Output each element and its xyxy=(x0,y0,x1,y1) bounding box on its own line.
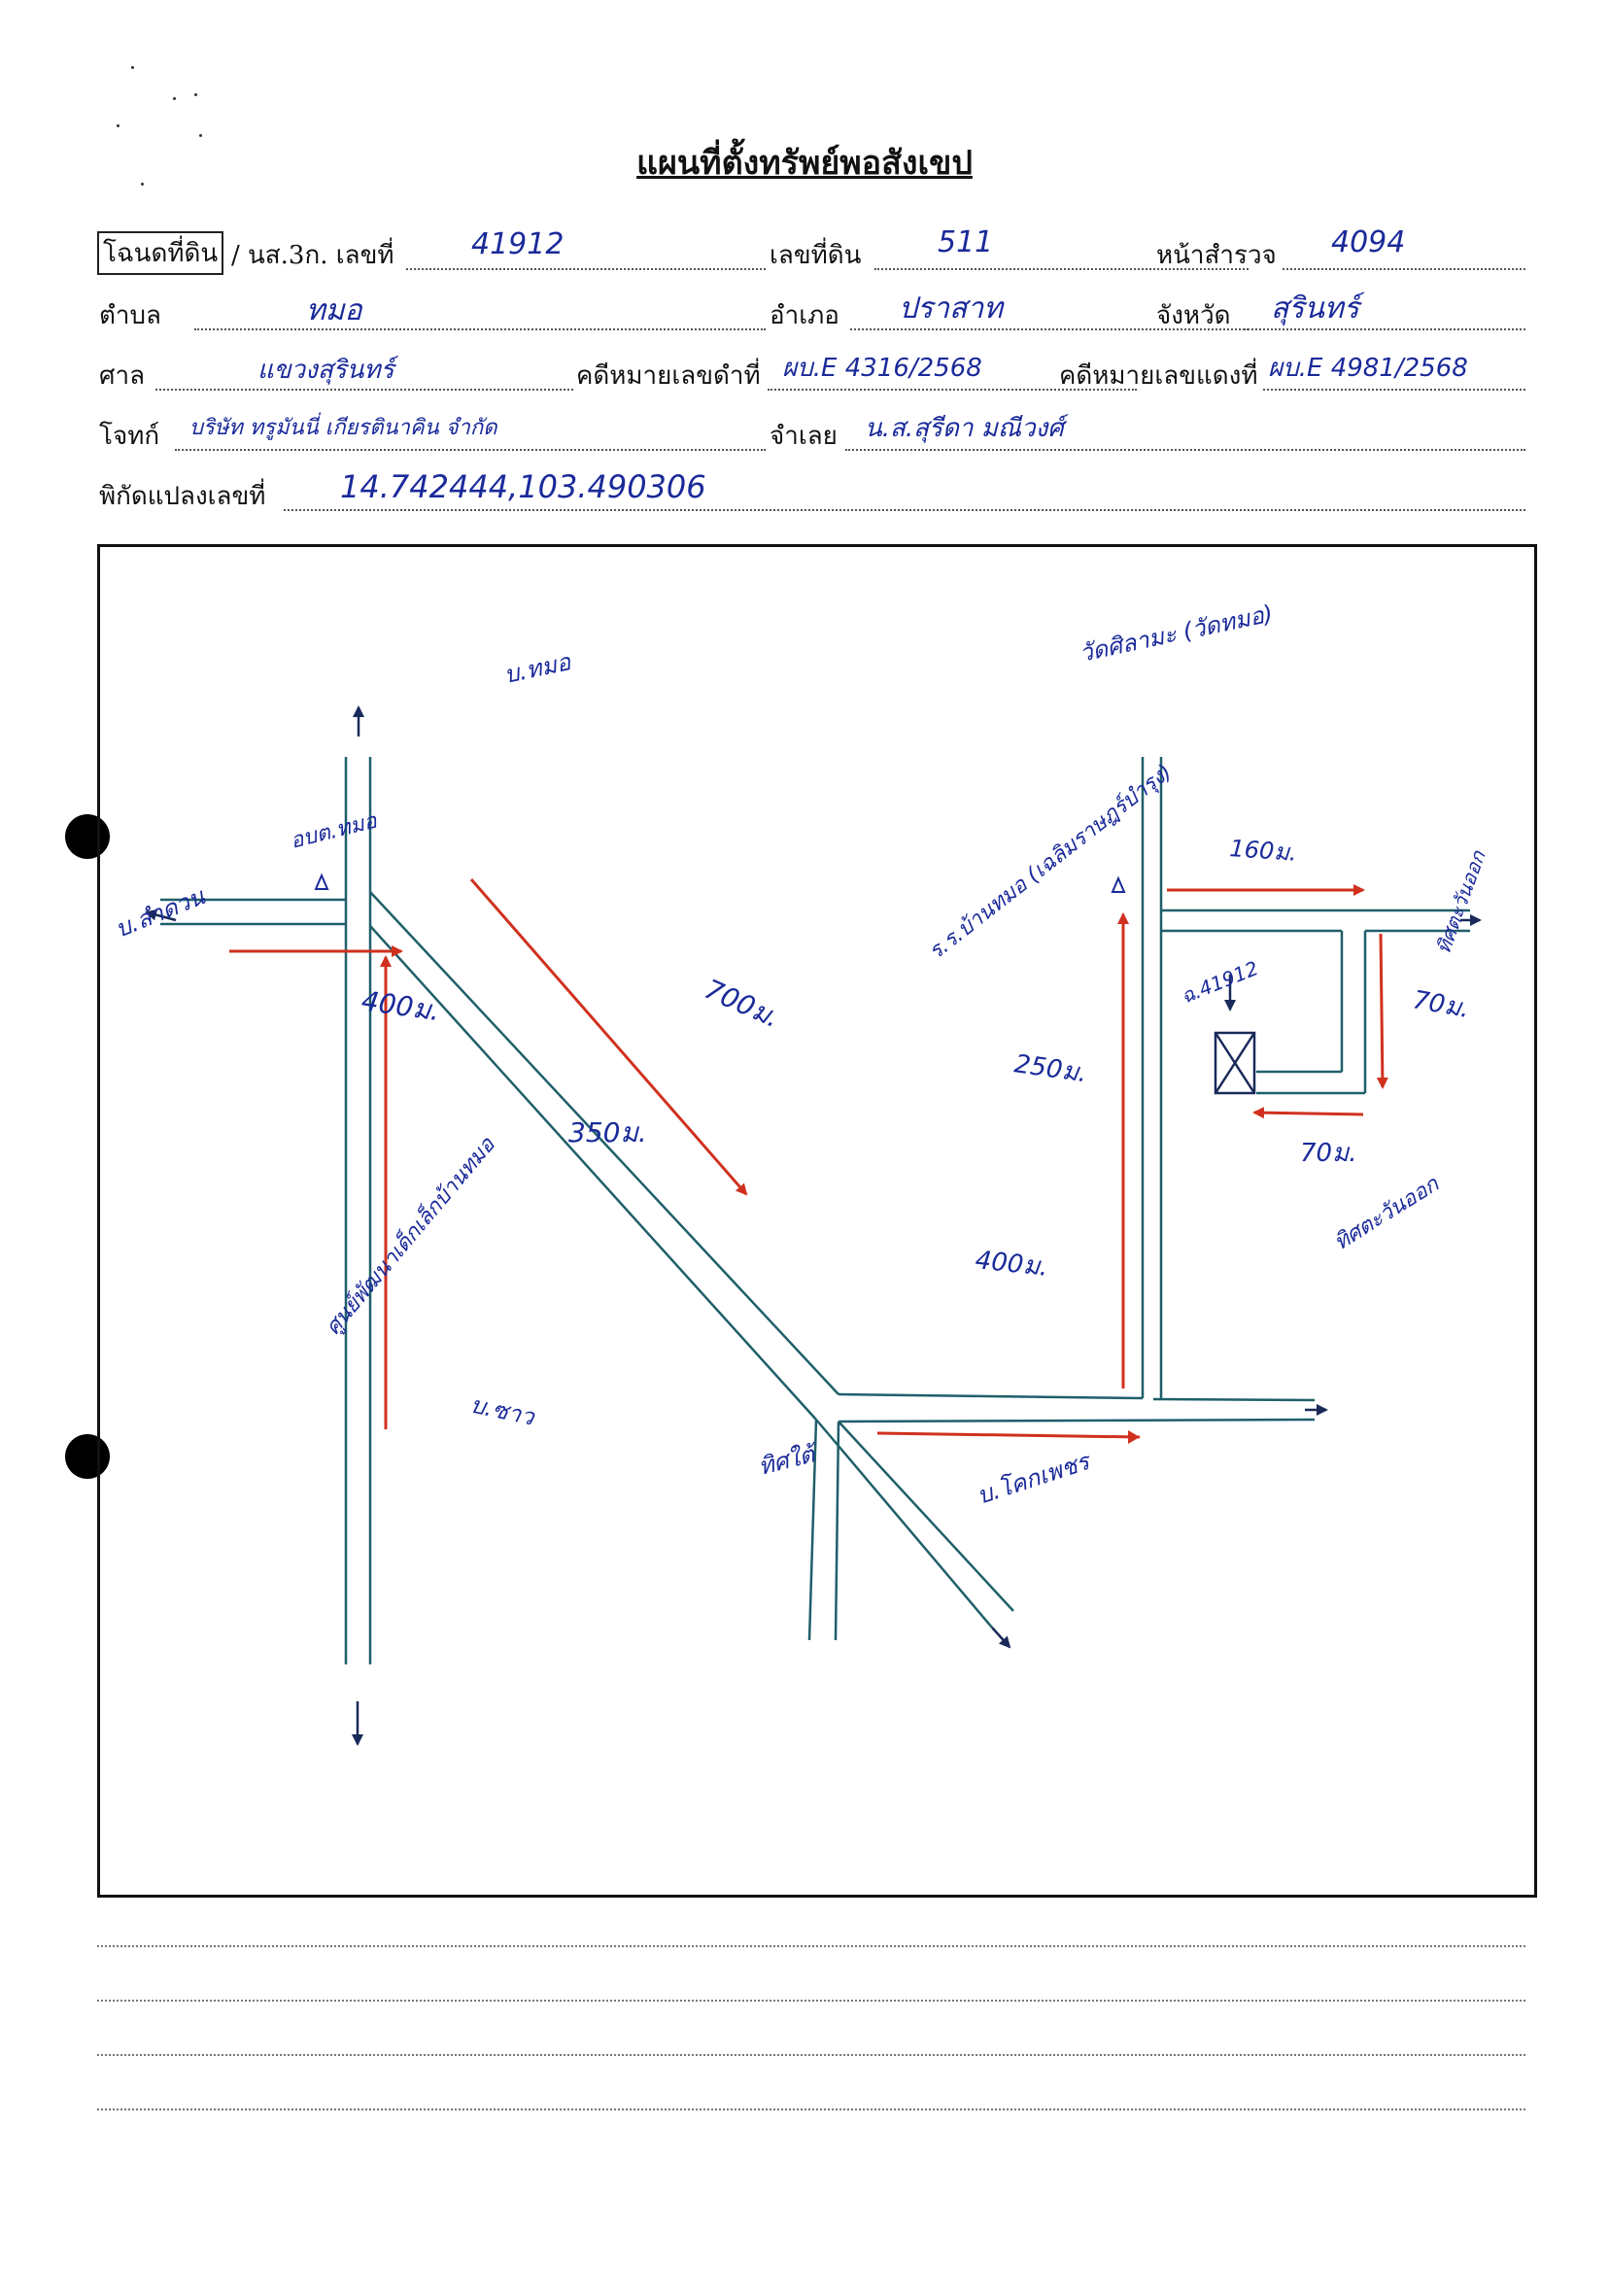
label-to-east-middle: ทิศตะวันออก xyxy=(1330,1172,1445,1256)
road-middle-horizontal xyxy=(838,1418,1316,1423)
arrow-to-khok-phet xyxy=(991,1627,1011,1649)
deed-row: โฉนดที่ดิน / นส.3ก. เลขที่ 41912 เลขที่ด… xyxy=(97,225,1525,275)
note-line xyxy=(97,2000,1525,2002)
tambon-value: ทมอ xyxy=(306,293,362,327)
label-dist-700m: 700ม. xyxy=(700,973,784,1034)
label-parcel: ฉ.41912 xyxy=(1178,956,1262,1009)
label-dist-250m: 250ม. xyxy=(1012,1049,1088,1088)
road-middle-horizontal xyxy=(1152,1397,1316,1402)
label-school: ร.ร.บ้านทมอ (เฉลิมราษฎร์บำรุง) xyxy=(924,759,1177,964)
coords-value: 14.742444,103.490306 xyxy=(340,468,706,505)
court-label: ศาล xyxy=(99,361,146,391)
arrow-to-lamduan xyxy=(145,908,177,922)
binder-hole-bottom xyxy=(65,1434,110,1479)
route-arrow-700m xyxy=(469,878,748,1196)
coords-label: พิกัดแปลงเลขที่ xyxy=(99,482,266,511)
plaintiff-value: บริษัท ทรูมันนี่ เกียรตินาคิน จำกัด xyxy=(189,416,497,440)
triangle-marker-school xyxy=(1111,875,1126,893)
province-label: จังหวัด xyxy=(1156,301,1231,330)
red-case-value: ผบ.E 4981/2568 xyxy=(1268,354,1468,383)
road-diagonal xyxy=(369,925,817,1421)
label-dist-70m-bottom: 70ม. xyxy=(1300,1139,1357,1168)
triangle-marker-obt xyxy=(314,873,329,890)
road-diagonal-lower xyxy=(838,1421,1014,1612)
page-title: แผนที่ตั้งทรัพย์พอสังเขป xyxy=(636,144,973,183)
label-dist-400m-b: 400ม. xyxy=(974,1246,1049,1283)
note-line xyxy=(97,1945,1525,1947)
survey-page-label: หน้าสำรวจ xyxy=(1156,241,1277,270)
black-case-value: ผบ.E 4316/2568 xyxy=(782,354,982,383)
parties-row: โจทก์ บริษัท ทรูมันนี่ เกียรตินาคิน จำกั… xyxy=(97,412,1525,451)
map-frame: บ.ทมอ อบต.ทมอ บ.ลำดวน 400ม. 350ม. 700ม. … xyxy=(97,544,1537,1898)
amphoe-label: อำเภอ xyxy=(770,301,839,330)
road-diagonal-lower xyxy=(815,1419,993,1628)
parcel-box xyxy=(1214,1031,1256,1095)
label-ban-lamduan: บ.ลำดวน xyxy=(112,882,210,942)
label-ban-sao: บ.ซาว xyxy=(468,1390,538,1430)
road-diagonal xyxy=(369,891,839,1395)
label-dist-350m: 350ม. xyxy=(568,1116,647,1148)
route-arrow-70m-left xyxy=(1252,1107,1364,1119)
location-row: ตำบล ทมอ อำเภอ ปราสาท จังหวัด สุรินทร์ xyxy=(97,291,1525,330)
defendant-value: น.ส.สุรีดา มณีวงศ์ xyxy=(865,414,1064,443)
road-middle-horizontal xyxy=(838,1392,1144,1400)
label-dist-70m-right: 70ม. xyxy=(1411,985,1472,1024)
road-south-branch xyxy=(807,1419,818,1641)
label-obt-thamo: อบต.ทมอ xyxy=(288,808,380,853)
red-case-label: คดีหมายเลขแดงที่ xyxy=(1059,361,1258,391)
defendant-label: จำเลย xyxy=(770,422,838,451)
parcel-cross xyxy=(1214,1032,1256,1094)
land-no-label: เลขที่ดิน xyxy=(770,241,862,270)
court-value: แขวงสุรินทร์ xyxy=(257,356,394,385)
route-arrow-400m-b xyxy=(876,1431,1141,1439)
note-line xyxy=(97,2108,1525,2110)
note-line xyxy=(97,2054,1525,2056)
label-ban-thamo: บ.ทมอ xyxy=(501,648,574,689)
deed-type-label: โฉนดที่ดิน xyxy=(97,231,224,275)
deed-number-value: 41912 xyxy=(471,227,565,261)
label-ban-khok-phet: บ.โคกเพชร xyxy=(974,1447,1095,1510)
location-map: บ.ทมอ อบต.ทมอ บ.ลำดวน 400ม. 350ม. 700ม. … xyxy=(112,600,1490,1746)
black-case-label: คดีหมายเลขดำที่ xyxy=(576,361,761,391)
binder-hole-top xyxy=(65,814,110,859)
label-to-prasat: ทิศใต้ xyxy=(756,1439,822,1480)
court-row: ศาล แขวงสุรินทร์ คดีหมายเลขดำที่ ผบ.E 43… xyxy=(97,352,1525,391)
deed-number-label: / นส.3ก. เลขที่ xyxy=(231,241,394,270)
tambon-label: ตำบล xyxy=(99,301,161,330)
label-to-east-upper: ทิศตะวันออก xyxy=(1431,847,1490,957)
route-arrow-70m-down xyxy=(1376,933,1388,1089)
land-no-value: 511 xyxy=(938,225,994,259)
amphoe-value: ปราสาท xyxy=(899,291,1003,326)
province-value: สุรินทร์ xyxy=(1271,291,1359,326)
plaintiff-label: โจทก์ xyxy=(99,422,160,451)
route-arrow-400m-b-head xyxy=(1128,1430,1140,1444)
coords-row: พิกัดแปลงเลขที่ 14.742444,103.490306 xyxy=(97,468,1525,511)
survey-page-value: 4094 xyxy=(1331,225,1406,259)
label-dist-160m: 160ม. xyxy=(1229,835,1298,867)
label-temple: วัดศิลามะ (วัดทมอ) xyxy=(1077,600,1275,668)
road-south-branch xyxy=(834,1421,840,1641)
